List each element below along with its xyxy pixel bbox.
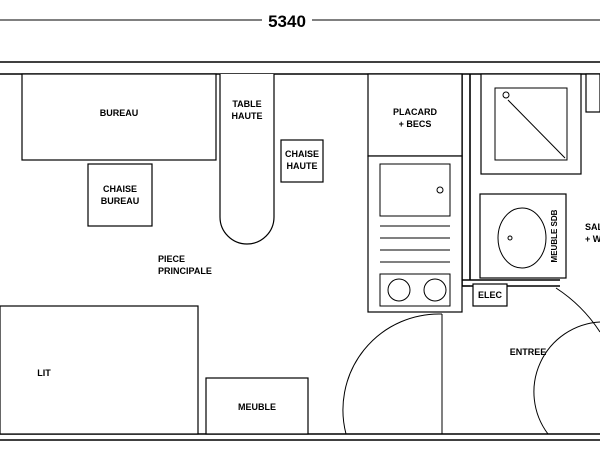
burner-left <box>387 278 411 302</box>
desk-chair-label-2: BUREAU <box>101 196 140 206</box>
kitchen-block <box>367 155 463 313</box>
fridge <box>379 163 451 217</box>
shower-drain <box>502 91 510 99</box>
dimension-line: 5340 <box>0 12 600 31</box>
entrance: ENTREE <box>342 287 600 435</box>
desk: BUREAU <box>21 73 217 161</box>
desk-chair: CHAISE BUREAU <box>87 163 153 227</box>
bathroom-door-swing <box>533 321 600 435</box>
bathroom-label-1: SAL <box>585 222 600 232</box>
burner-right <box>423 278 447 302</box>
closet-label-2: + BECS <box>399 119 432 129</box>
bathroom-label-2: + W <box>585 234 600 244</box>
dimension-label: 5340 <box>268 12 306 31</box>
furniture-label: MEUBLE <box>238 402 276 412</box>
bathroom: SAL + W <box>585 222 600 244</box>
shower <box>480 73 600 175</box>
entrance-label: ENTREE <box>510 347 547 357</box>
basin-drain <box>507 235 513 241</box>
fridge-handle <box>436 186 444 194</box>
bed-label: LIT <box>37 368 51 378</box>
electrical-panel: ELEC <box>472 283 508 307</box>
high-table-label-2: HAUTE <box>232 111 263 121</box>
main-room: PIECE PRINCIPALE <box>158 254 212 276</box>
desk-label: BUREAU <box>100 108 139 118</box>
bed: LIT <box>0 305 199 435</box>
bathroom-cabinet: MEUBLE SDB <box>479 193 567 279</box>
high-table-label-1: TABLE <box>232 99 261 109</box>
desk-chair-label-1: CHAISE <box>103 184 137 194</box>
cooktop <box>379 273 451 307</box>
high-table: TABLE HAUTE <box>219 74 275 245</box>
bathroom-cabinet-label: MEUBLE SDB <box>550 209 559 262</box>
electrical-panel-label: ELEC <box>478 290 503 300</box>
high-chair: CHAISE HAUTE <box>280 139 324 183</box>
high-chair-label-2: HAUTE <box>287 161 318 171</box>
main-room-label-1: PIECE <box>158 254 185 264</box>
closet-label-1: PLACARD <box>393 107 437 117</box>
high-chair-label-1: CHAISE <box>285 149 319 159</box>
main-room-label-2: PRINCIPALE <box>158 266 212 276</box>
bathroom-door-arc <box>555 287 600 333</box>
furniture: MEUBLE <box>205 377 309 435</box>
washbasin <box>497 207 547 269</box>
closet: PLACARD + BECS <box>367 73 463 157</box>
entrance-door-swing <box>342 313 443 435</box>
